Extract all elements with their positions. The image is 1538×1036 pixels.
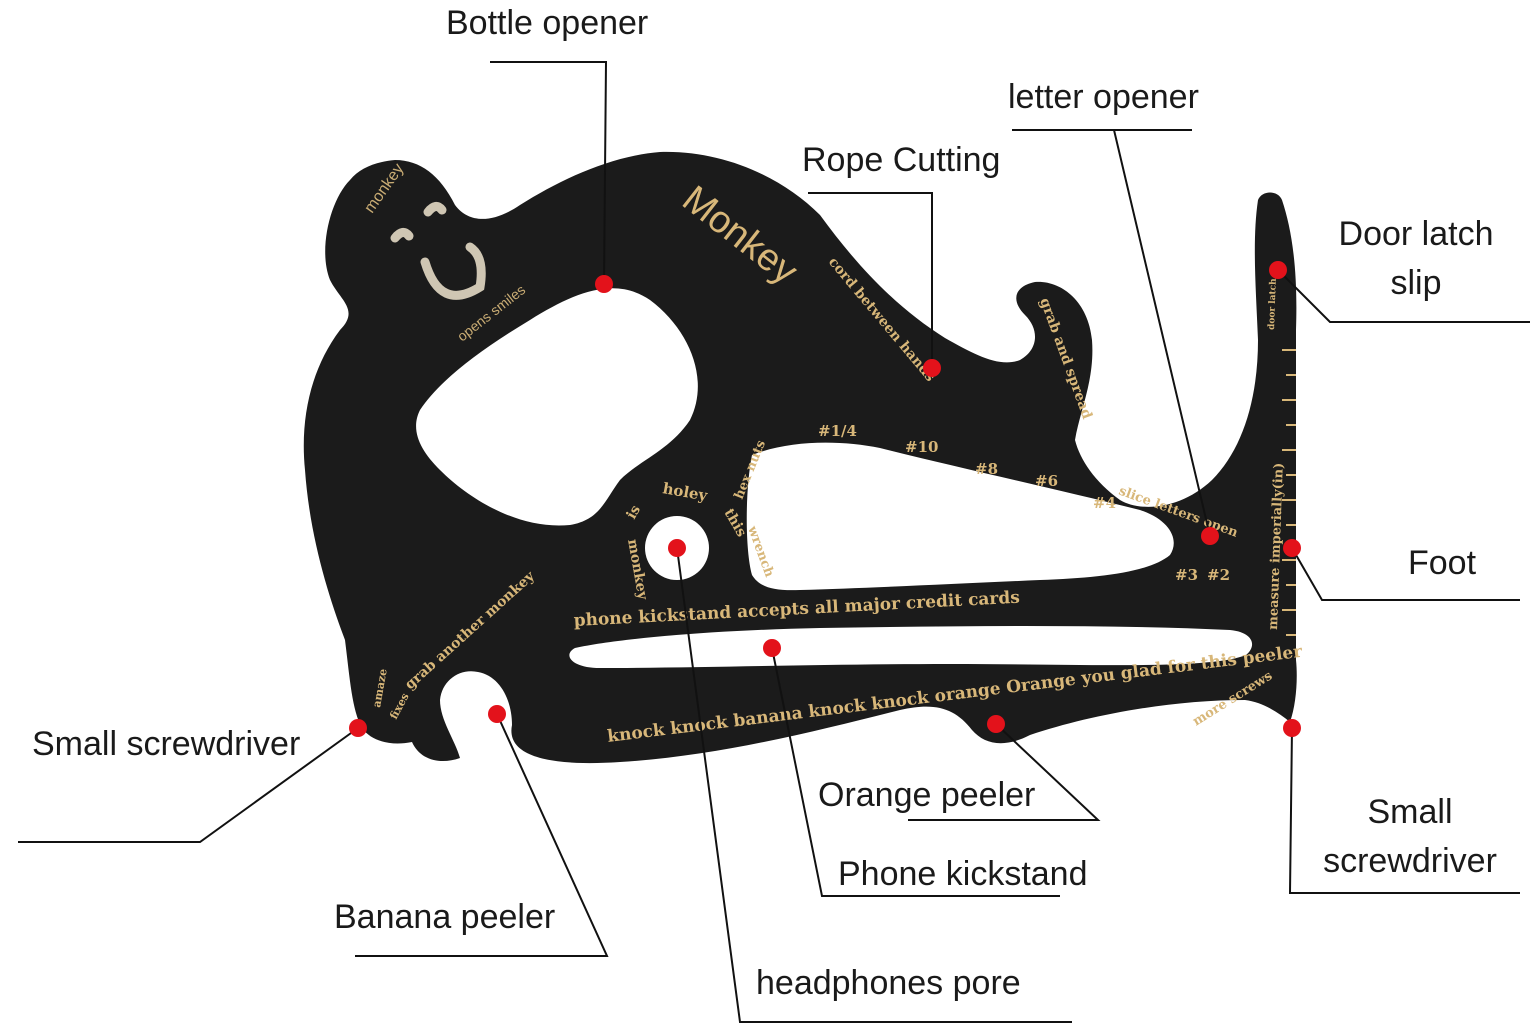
label-phone-kickstand: Phone kickstand (838, 855, 1088, 893)
red-dot-icon (1283, 539, 1301, 557)
red-dot-icon (668, 539, 686, 557)
leader-phone-kickstand (771, 647, 1060, 897)
leader-lines (18, 61, 1530, 1023)
label-door-latch-slip: Door latch slip (1326, 210, 1506, 309)
engraving-measure: measure imperially(in) (1266, 462, 1287, 630)
label-bottle-opener: Bottle opener (446, 4, 649, 42)
label-banana-peeler: Banana peeler (334, 898, 556, 936)
label-small-screwdriver-left: Small screwdriver (32, 725, 301, 763)
red-dot-icon (987, 715, 1005, 733)
red-dot-icon (488, 705, 506, 723)
leader-foot (1291, 547, 1520, 601)
ruler-ticks (1282, 349, 1296, 636)
monkey-face-engraving (390, 202, 486, 300)
label-rope-cutting: Rope Cutting (802, 141, 1001, 179)
label-small-screwdriver-right-line1: Small (1367, 793, 1453, 831)
leader-bottle-opener (490, 61, 608, 285)
label-letter-opener: letter opener (1008, 78, 1199, 116)
label-door-latch-line2: slip (1390, 264, 1442, 303)
leader-door-latch (1277, 269, 1530, 323)
red-dot-icon (763, 639, 781, 657)
label-headphones-pore: headphones pore (756, 964, 1021, 1002)
engraving-hex-size-6: #2 (1207, 566, 1230, 584)
red-dot-icon (923, 359, 941, 377)
engraving-hex-size-3: #6 (1035, 472, 1058, 490)
label-door-latch-line1: Door latch (1338, 215, 1494, 253)
leader-headphones-pore (676, 547, 1072, 1023)
leader-rope-cutting (808, 192, 933, 368)
red-dot-icon (1269, 261, 1287, 279)
markers (349, 261, 1301, 737)
label-foot: Foot (1408, 544, 1477, 582)
label-hexagon-wrench: hexagon wrench (790, 518, 1040, 556)
leader-small-screwdriver-left (18, 727, 359, 843)
red-dot-icon (349, 719, 367, 737)
engraving-hex-size-4: #4 (1093, 494, 1116, 512)
engraving-hex-size-2: #8 (975, 460, 998, 478)
label-small-screwdriver-right-line2: screwdriver (1323, 842, 1497, 881)
engraving-hex-size-5: #3 (1175, 566, 1198, 584)
red-dot-icon (595, 275, 613, 293)
red-dot-icon (1201, 527, 1219, 545)
label-orange-peeler: Orange peeler (818, 776, 1036, 814)
multitool-body (303, 151, 1297, 764)
leader-banana-peeler (355, 713, 609, 957)
leader-orange-peeler (908, 723, 1101, 821)
leader-letter-opener (1012, 129, 1211, 537)
label-small-screwdriver-right: Small screwdriver (1310, 788, 1510, 887)
red-dot-icon (1283, 719, 1301, 737)
engraving-hex-size-0: #1/4 (818, 422, 857, 440)
engraving-hex-size-1: #10 (905, 438, 938, 456)
leader-small-screwdriver-right (1288, 727, 1520, 894)
engraving-door: door latch (1267, 278, 1279, 330)
